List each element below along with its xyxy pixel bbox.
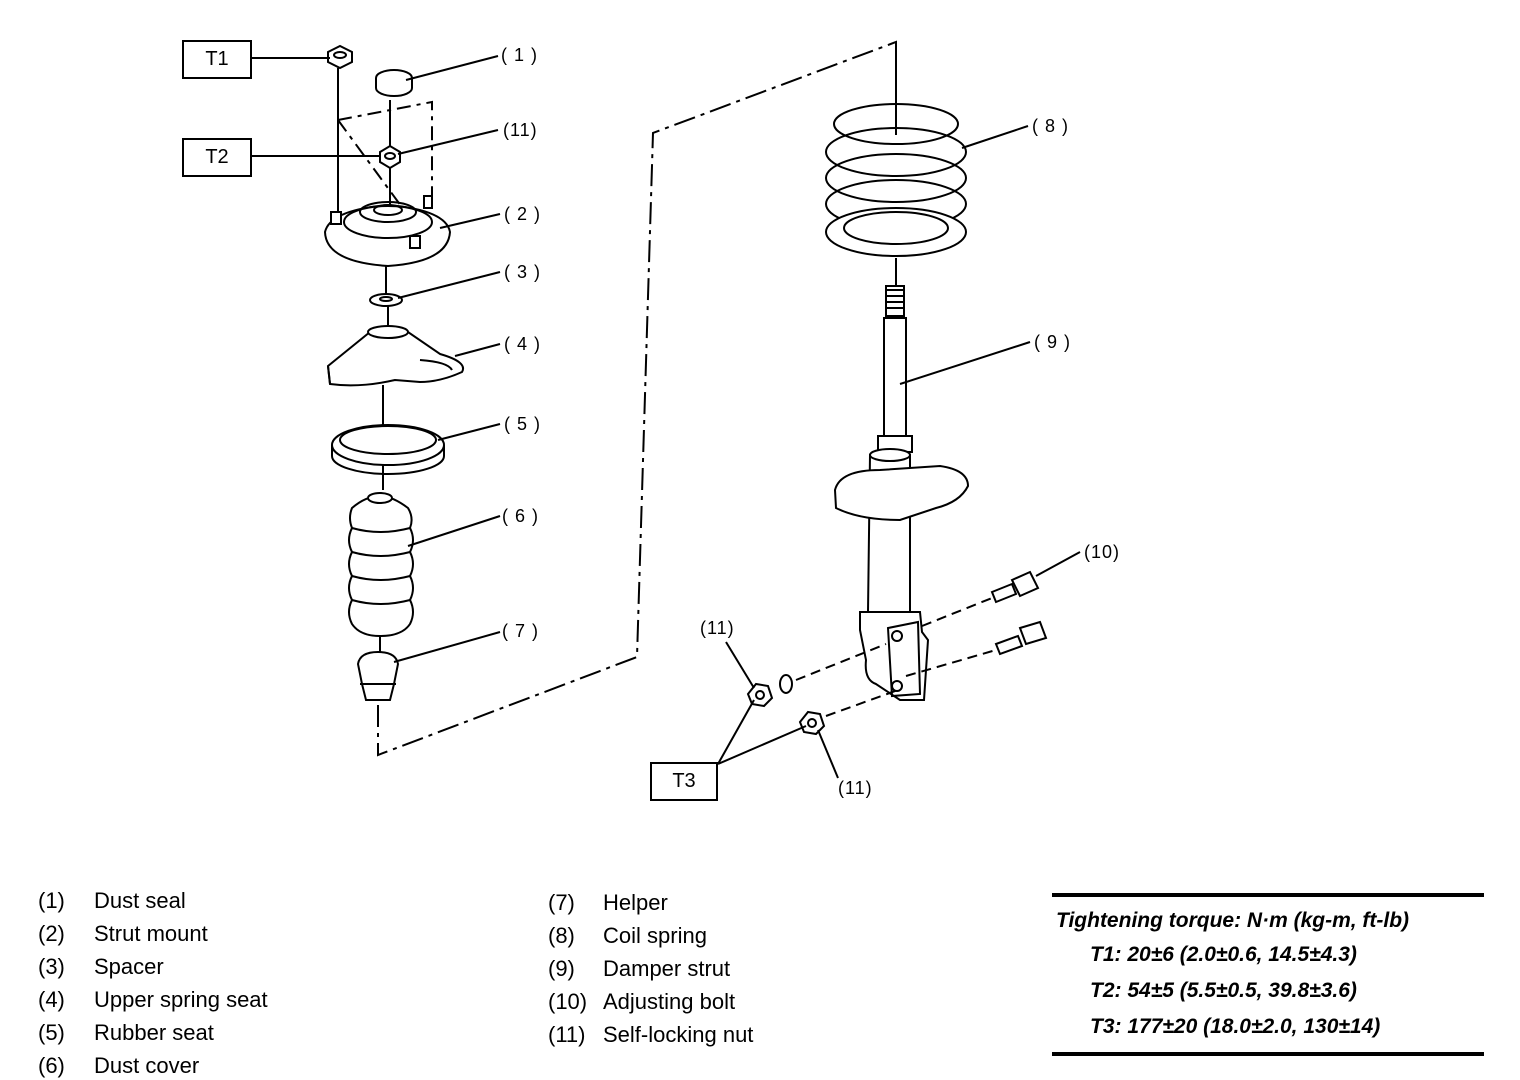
callout-1: ( 1 ) (501, 45, 539, 65)
lower-self-locking-nut-b-part (798, 710, 826, 736)
torque-spec-panel: Tightening torque: N·m (kg-m, ft-lb) T1:… (1052, 893, 1484, 1056)
legend-name: Strut mount (94, 921, 208, 946)
callout-11-upper: (11) (503, 120, 538, 140)
legend-name: Spacer (94, 954, 164, 979)
legend-number: (3) (38, 954, 65, 979)
callout-9: ( 9 ) (1034, 332, 1072, 352)
callout-5: ( 5 ) (504, 414, 542, 434)
strut-mount-part (323, 195, 452, 268)
adjusting-bolt-upper-part (921, 570, 1040, 627)
torque-spec-t2: T2: 54±5 (5.5±0.5, 39.8±3.6) (1090, 979, 1357, 1002)
legend-name: Rubber seat (94, 1020, 214, 1045)
callout-3: ( 3 ) (504, 262, 542, 282)
callout-8: ( 8 ) (1032, 116, 1070, 136)
torque-box-t1: T1 (182, 40, 252, 79)
coil-spring-part (825, 42, 967, 285)
legend-number: (2) (38, 921, 65, 946)
torque-box-t2: T2 (182, 138, 252, 177)
callout-11-left: (11) (700, 618, 735, 638)
rubber-seat-part (331, 424, 445, 475)
legend-number: (4) (38, 987, 65, 1012)
dust-cover-part (348, 492, 414, 638)
assembly-centerline (377, 40, 897, 757)
torque-spec-t1: T1: 20±6 (2.0±0.6, 14.5±4.3) (1090, 943, 1357, 966)
torque-spec-t3: T3: 177±20 (18.0±2.0, 130±14) (1090, 1015, 1381, 1038)
legend-number: (1) (38, 888, 65, 913)
damper-strut-part (833, 285, 970, 701)
legend-name: Upper spring seat (94, 987, 268, 1012)
legend-name: Coil spring (603, 923, 707, 948)
upper-spring-seat-part (326, 325, 464, 387)
parts-legend-left: (1) Dust seal (2) Strut mount (3) Spacer (4… (38, 888, 338, 1078)
legend-number: (7) (548, 890, 575, 915)
dust-seal-part (375, 69, 413, 97)
mount-stud-guide (337, 100, 433, 200)
helper-part (356, 650, 400, 701)
legend-name: Adjusting bolt (603, 989, 736, 1014)
legend-number: (9) (548, 956, 575, 981)
legend-name: Damper strut (603, 956, 731, 981)
strut-exploded-diagram (252, 40, 1081, 779)
callout-4: ( 4 ) (504, 334, 542, 354)
leader-lines (252, 55, 1081, 779)
upper-self-locking-nut-part (379, 144, 401, 170)
callout-10: (10) (1084, 542, 1121, 562)
legend-name: Dust seal (94, 888, 186, 913)
adjusting-bolt-lower-part (905, 620, 1048, 677)
legend-number: (5) (38, 1020, 65, 1045)
legend-number: (6) (38, 1053, 65, 1078)
legend-name: Helper (603, 890, 668, 915)
torque-spec-title: Tightening torque: N·m (kg-m, ft-lb) (1056, 909, 1410, 932)
parts-legend-right: (7) Helper (8) Coil spring (9) Damper strut… (548, 890, 848, 1060)
legend-number: (10) (548, 989, 588, 1014)
callout-6: ( 6 ) (502, 506, 540, 526)
callout-2: ( 2 ) (504, 204, 542, 224)
callout-11-right: (11) (838, 778, 873, 798)
washer-part (779, 674, 793, 694)
torque-box-t3: T3 (650, 762, 718, 801)
callout-7: ( 7 ) (502, 621, 540, 641)
t1-nut-part (327, 44, 353, 70)
spacer-part (369, 293, 403, 307)
legend-number: (8) (548, 923, 575, 948)
legend-name: Dust cover (94, 1053, 200, 1078)
legend-name: Self-locking nut (603, 1022, 754, 1047)
legend-number: (11) (548, 1022, 586, 1047)
